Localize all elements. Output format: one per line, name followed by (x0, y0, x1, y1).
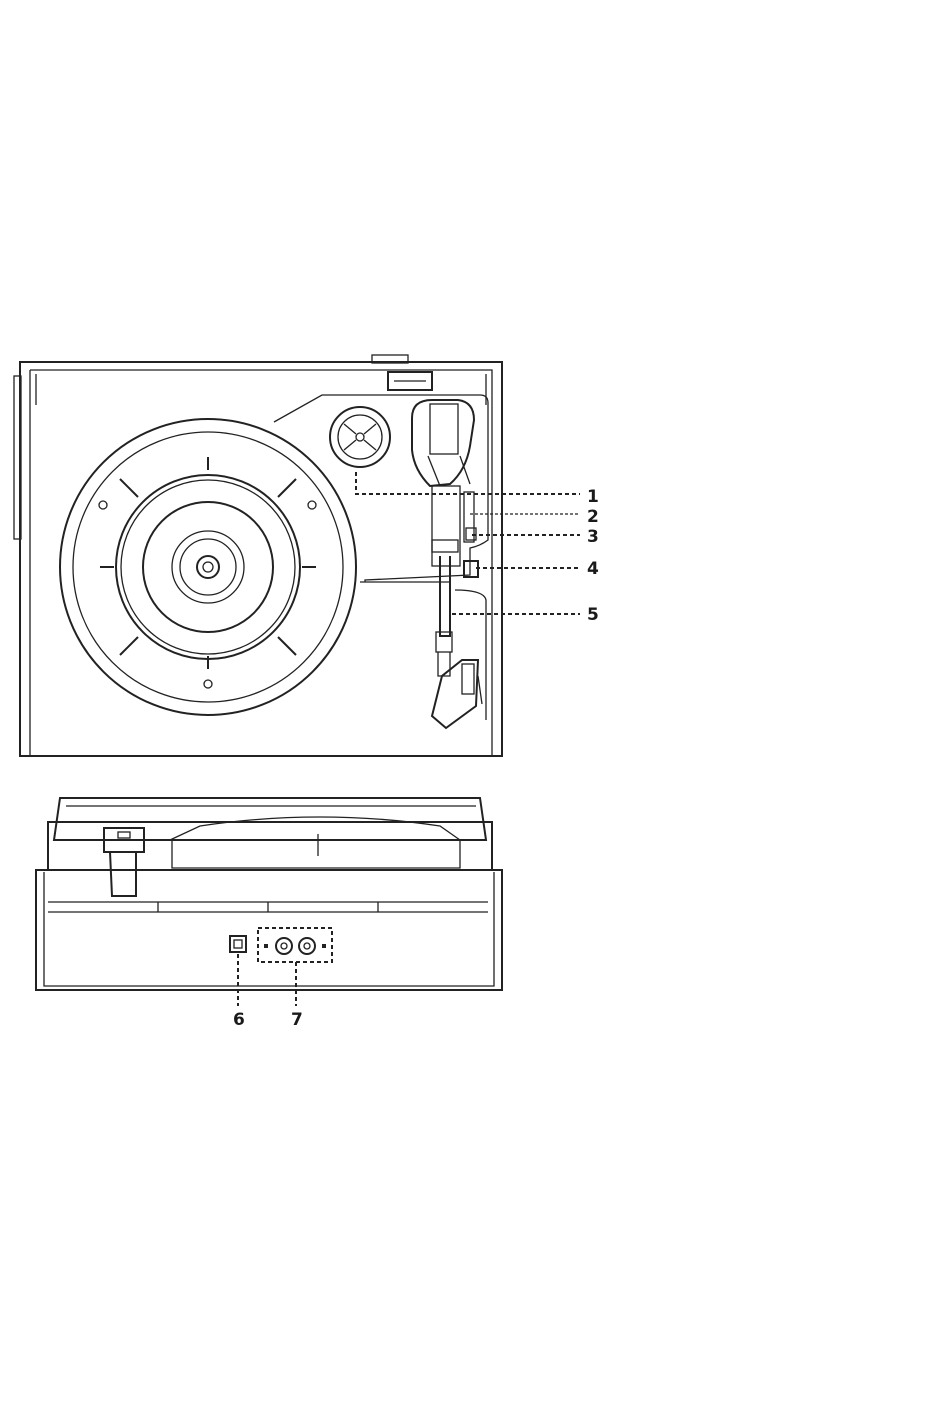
arm-rest-bracket (432, 540, 458, 552)
deck-panel-lower (360, 582, 486, 720)
tonearm-base-edge (428, 456, 470, 486)
spindle-hub-ring (180, 539, 236, 595)
rca-marker-left (264, 944, 268, 948)
rear-body-upper (48, 822, 492, 870)
rca-marker-right (322, 944, 326, 948)
callout-label-5: 5 (587, 605, 599, 625)
spindle (197, 556, 219, 578)
rear-base-box (36, 870, 502, 990)
rear-view-callouts: 6 7 (233, 954, 303, 1030)
platter-dot (99, 501, 107, 509)
spindle-center (203, 562, 213, 572)
rear-latch-slot (118, 832, 130, 838)
deck-panel-outline (274, 395, 488, 582)
rca-jack-right (299, 938, 315, 954)
finger-lift-edge (478, 676, 482, 704)
platter-tick (120, 637, 138, 655)
adapter-center (356, 433, 364, 441)
power-jack-inner (234, 940, 242, 948)
headshell-finger-lift (462, 664, 474, 694)
callout-label-1: 1 (587, 487, 599, 507)
adapter-outer (330, 407, 390, 467)
tonearm-pivot-housing (432, 486, 460, 566)
power-jack (230, 936, 246, 952)
rca-jack-left (276, 938, 292, 954)
platter-dot (308, 501, 316, 509)
counterweight-top (430, 404, 458, 454)
rear-rail-dividers (158, 902, 378, 912)
rca-jack-left-pin (281, 943, 287, 949)
platter-tick (278, 479, 296, 497)
adapter-inner (338, 415, 382, 459)
platter-tick (278, 637, 296, 655)
lid-curve (170, 817, 460, 840)
rear-latch-clip (110, 852, 136, 896)
top-view-callouts: 1 2 3 4 5 (356, 472, 599, 625)
turntable-top-view (14, 355, 502, 756)
platter-mat-ring-inner (121, 480, 295, 654)
platter-label-area (143, 502, 273, 632)
callout-leader-1 (356, 472, 580, 494)
callout-label-2: 2 (587, 507, 599, 527)
tonearm-end (438, 652, 450, 676)
rca-jack-right-pin (304, 943, 310, 949)
callout-label-4: 4 (587, 559, 599, 579)
rca-output-group (258, 928, 332, 962)
callout-label-3: 3 (587, 527, 599, 547)
callout-label-7: 7 (291, 1010, 303, 1030)
45-rpm-adapter (330, 407, 390, 467)
rear-recess (172, 840, 460, 868)
adapter-spokes (344, 424, 376, 450)
tonearm-assembly (412, 400, 482, 728)
platter-tick (120, 479, 138, 497)
tonearm-tube (440, 556, 450, 636)
callout-label-6: 6 (233, 1010, 245, 1030)
turntable-rear-view (36, 798, 502, 990)
platter-dot (204, 680, 212, 688)
spindle-hub-outer (172, 531, 244, 603)
tonearm-counterweight (412, 400, 474, 486)
